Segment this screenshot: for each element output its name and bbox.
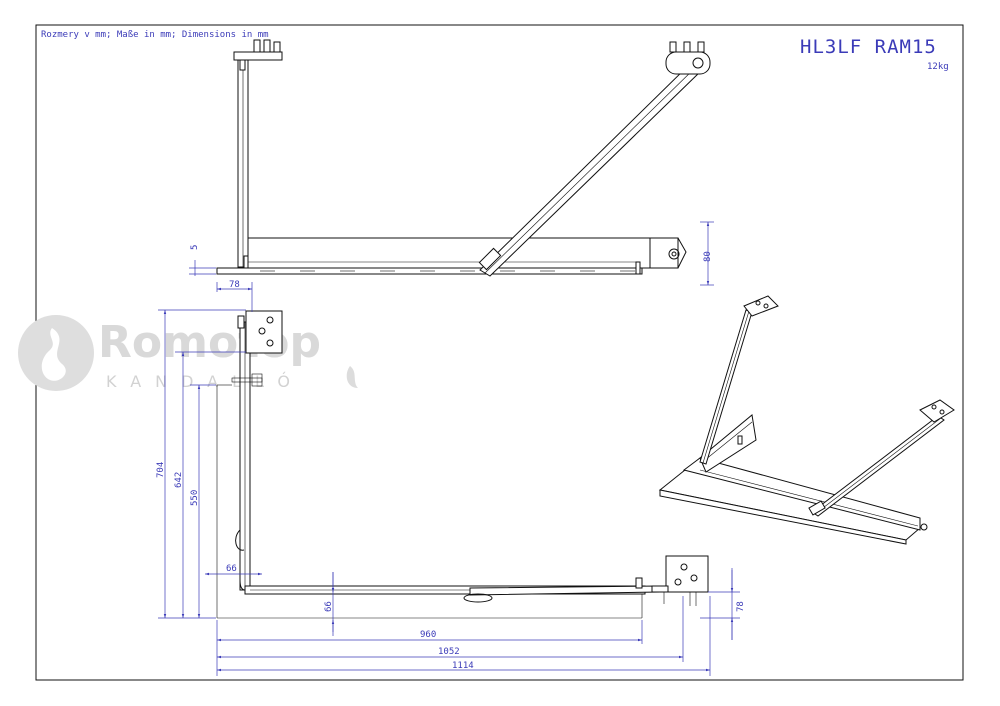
dim-5: 5	[190, 245, 200, 250]
dim-704: 704	[156, 462, 166, 478]
flame-logo-icon	[18, 315, 358, 391]
model-title: HL3LF RAM15	[800, 36, 937, 58]
units-note: Rozmery v mm; Maße in mm; Dimensions in …	[41, 30, 269, 40]
weight-label: 12kg	[927, 62, 949, 72]
dim-66-h: 66	[226, 564, 237, 574]
watermark-sub: KANDALLÓ	[106, 372, 304, 391]
isometric-view	[658, 295, 955, 545]
dim-550: 550	[190, 490, 200, 506]
dim-1114: 1114	[452, 661, 474, 671]
dim-66-v: 66	[324, 601, 334, 612]
dim-642: 642	[174, 472, 184, 488]
dim-78-top: 78	[229, 280, 240, 290]
watermark-brand: Romotop	[98, 317, 321, 368]
dim-960: 960	[420, 630, 436, 640]
dim-78-right: 78	[736, 601, 746, 612]
plan-view: 78 704 642 550 66 66 78 960	[156, 280, 746, 676]
side-elevation-view: 5 80	[189, 39, 714, 286]
dim-1052: 1052	[438, 647, 460, 657]
watermark: Romotop KANDALLÓ	[18, 315, 358, 391]
dim-80: 80	[703, 251, 713, 262]
